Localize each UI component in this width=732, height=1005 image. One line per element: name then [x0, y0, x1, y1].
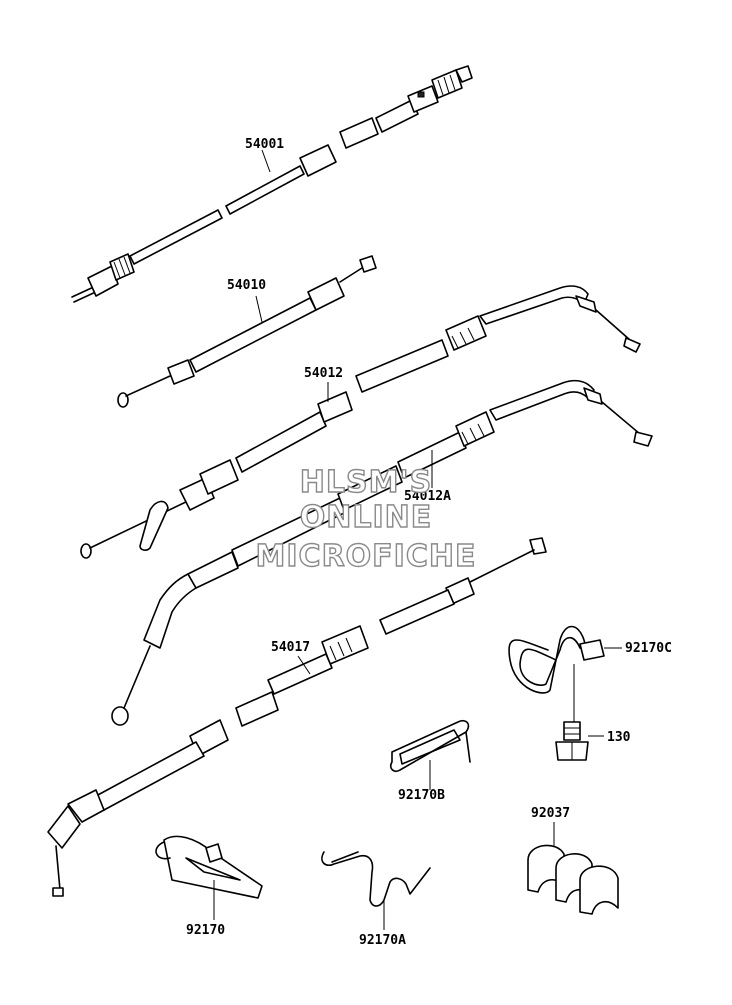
cable-54012[interactable] — [80, 285, 641, 559]
label-92170C: 92170C — [625, 641, 672, 656]
bolt-130[interactable] — [555, 721, 604, 761]
label-54012A: 54012A — [404, 489, 451, 504]
cable-54010[interactable] — [117, 255, 377, 408]
label-54001: 54001 — [245, 137, 284, 152]
label-92037: 92037 — [531, 806, 570, 821]
cable-54017[interactable] — [47, 537, 547, 897]
label-130: 130 — [607, 730, 631, 745]
label-54017: 54017 — [271, 640, 310, 655]
clamp-92170A[interactable] — [321, 851, 431, 930]
label-54012: 54012 — [304, 366, 343, 381]
cable-54012A[interactable] — [111, 379, 653, 726]
clamp-92170C[interactable] — [508, 625, 622, 723]
watermark-line-1: HLSM'S — [300, 465, 432, 500]
cable-54001[interactable] — [71, 65, 473, 303]
label-54010: 54010 — [227, 278, 266, 293]
clamp-92037[interactable] — [527, 822, 619, 915]
clamp-92170B[interactable] — [389, 719, 471, 790]
watermark-line-3: MICROFICHE — [256, 539, 477, 574]
label-92170B: 92170B — [398, 788, 445, 803]
label-92170: 92170 — [186, 923, 225, 938]
clamp-92170[interactable] — [155, 835, 263, 920]
label-92170A: 92170A — [359, 933, 406, 948]
watermark-line-2: ONLINE — [300, 500, 433, 535]
